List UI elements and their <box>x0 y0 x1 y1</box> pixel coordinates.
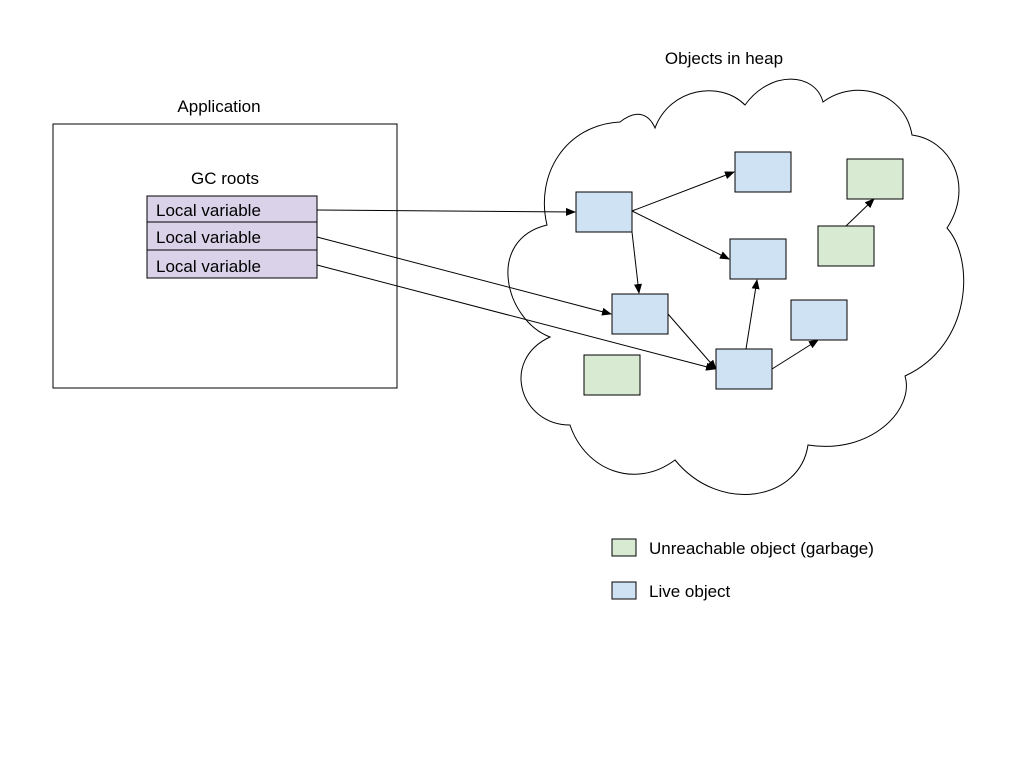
arrow-garbage2-to-garbage1 <box>845 198 875 227</box>
arrow-a-to-b <box>631 171 735 212</box>
live-object-f <box>790 299 848 341</box>
live-object-b <box>734 151 792 193</box>
legend-garbage-swatch <box>611 538 637 557</box>
arrow-root2-to-d <box>316 236 612 316</box>
arrow-root3-to-e <box>316 264 716 371</box>
heap-cloud <box>507 78 965 495</box>
gc-root-2-label: Local variable <box>156 228 261 247</box>
garbage-object-1 <box>846 158 904 200</box>
live-object-d <box>611 293 669 335</box>
gc-root-1-label: Local variable <box>156 201 261 220</box>
arrow-d-to-e <box>667 313 717 370</box>
gc-root-3-label: Local variable <box>156 257 261 276</box>
reference-arrows <box>316 171 875 371</box>
legend-live-swatch <box>611 581 637 600</box>
arrow-a-to-c <box>631 210 730 260</box>
live-object-c <box>729 238 787 280</box>
arrow-e-to-c <box>745 279 760 350</box>
gc-roots-label: GC roots <box>191 169 259 188</box>
garbage-object-3 <box>583 354 641 396</box>
live-object-e <box>715 348 773 390</box>
gc-root-1 <box>146 195 318 223</box>
heap-objects <box>575 151 904 396</box>
application-title: Application <box>177 97 260 116</box>
arrow-e-to-f <box>771 339 819 370</box>
heap-title: Objects in heap <box>665 49 783 68</box>
legend-garbage-label: Unreachable object (garbage) <box>649 539 874 558</box>
arrow-root1-to-a <box>316 207 576 216</box>
legend-live-label: Live object <box>649 582 731 601</box>
live-object-a <box>575 191 633 233</box>
gc-root-3 <box>146 249 318 279</box>
garbage-object-2 <box>817 225 875 267</box>
gc-root-2 <box>146 221 318 251</box>
gc-root-list: Local variable Local variable Local vari… <box>146 195 318 279</box>
arrow-a-to-d <box>631 231 642 294</box>
legend: Unreachable object (garbage) Live object <box>611 538 874 601</box>
